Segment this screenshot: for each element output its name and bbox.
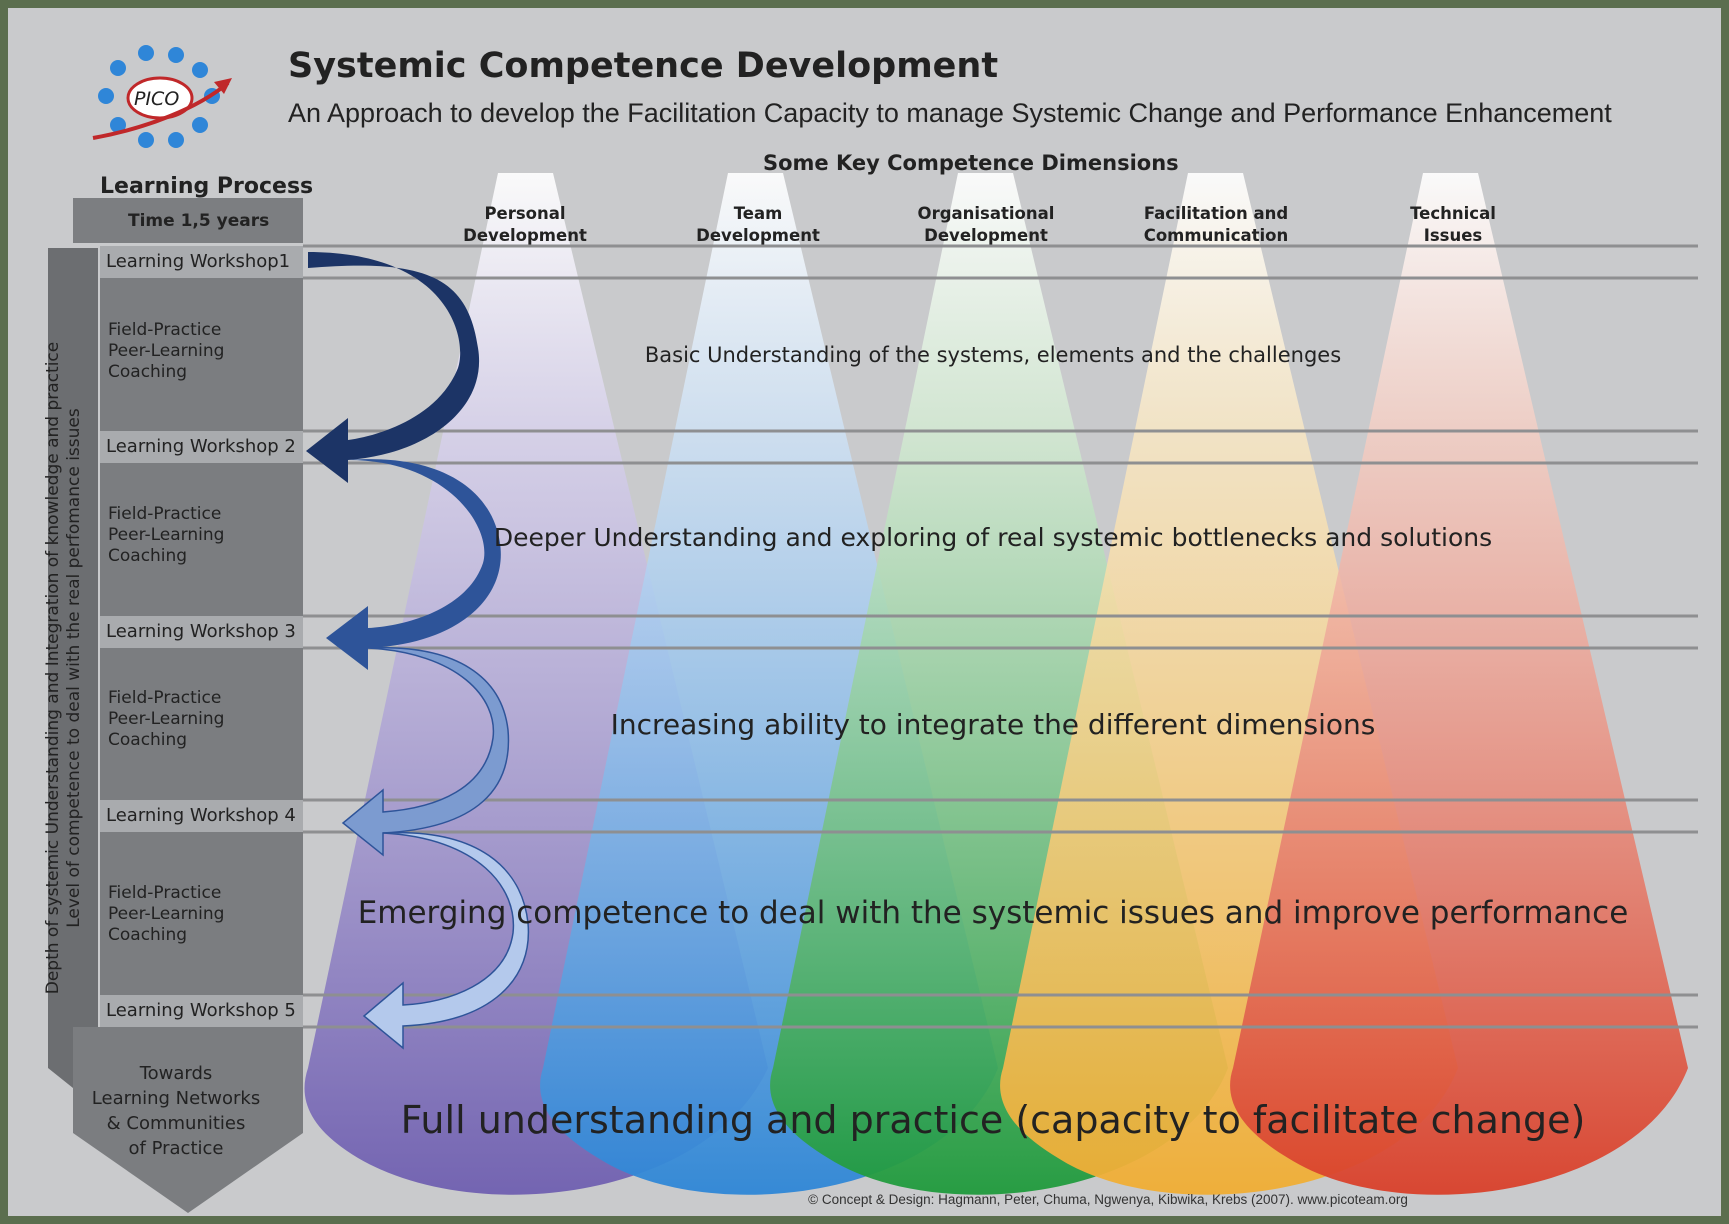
time-label: Time 1,5 years [128, 211, 270, 231]
towards-label: Towards Learning Networks & Communities … [91, 1063, 261, 1159]
workshop-3-label: Learning Workshop 3 [106, 621, 296, 642]
page-subtitle: An Approach to develop the Facilitation … [288, 98, 1612, 128]
field-practice-4: Field-Practice Peer-Learning Coaching [108, 883, 225, 945]
band-lines [303, 244, 1698, 1029]
poster: PICO Systemic Competence Development An … [8, 8, 1721, 1216]
band-full: Full understanding and practice (capacit… [400, 1098, 1586, 1142]
band-basic: Basic Understanding of the systems, elem… [644, 343, 1342, 367]
dimension-team: Team Development [696, 204, 820, 245]
field-practice-1: Field-Practice Peer-Learning Coaching [108, 320, 225, 382]
cone-technical [1230, 173, 1688, 1195]
workshop-1-label: Learning Workshop1 [106, 251, 291, 272]
page-title: Systemic Competence Development [288, 46, 999, 86]
vertical-axis-label: Depth of systemic Understanding and Inte… [43, 328, 85, 1008]
logo-text: PICO [134, 88, 180, 110]
dimension-organisational: Organisational Development [917, 204, 1055, 245]
progression-arrows [306, 252, 530, 1050]
learning-process-heading: Learning Process [100, 174, 314, 199]
field-practice-3: Field-Practice Peer-Learning Coaching [108, 688, 225, 750]
workshop-4-label: Learning Workshop 4 [106, 805, 296, 826]
dimensions-heading: Some Key Competence Dimensions [763, 151, 1179, 175]
workshop-2-label: Learning Workshop 2 [106, 436, 296, 457]
band-emerging: Emerging competence to deal with the sys… [357, 895, 1629, 931]
dimension-personal: Personal Development [463, 204, 587, 245]
dimension-facilitation: Facilitation and Communication [1143, 204, 1289, 245]
band-increasing: Increasing ability to integrate the diff… [610, 708, 1376, 741]
vertical-axis-text: Depth of systemic Understanding and Inte… [43, 341, 84, 995]
learning-process-bar [48, 198, 303, 1213]
workshop-5-label: Learning Workshop 5 [106, 1000, 296, 1021]
dimension-technical: Technical Issues [1410, 204, 1496, 245]
band-deeper: Deeper Understanding and exploring of re… [493, 523, 1493, 552]
pico-logo [92, 45, 232, 148]
copyright-footer: © Concept & Design: Hagmann, Peter, Chum… [808, 1192, 1408, 1207]
field-practice-2: Field-Practice Peer-Learning Coaching [108, 504, 225, 566]
diagram-graphic [48, 45, 1698, 1213]
